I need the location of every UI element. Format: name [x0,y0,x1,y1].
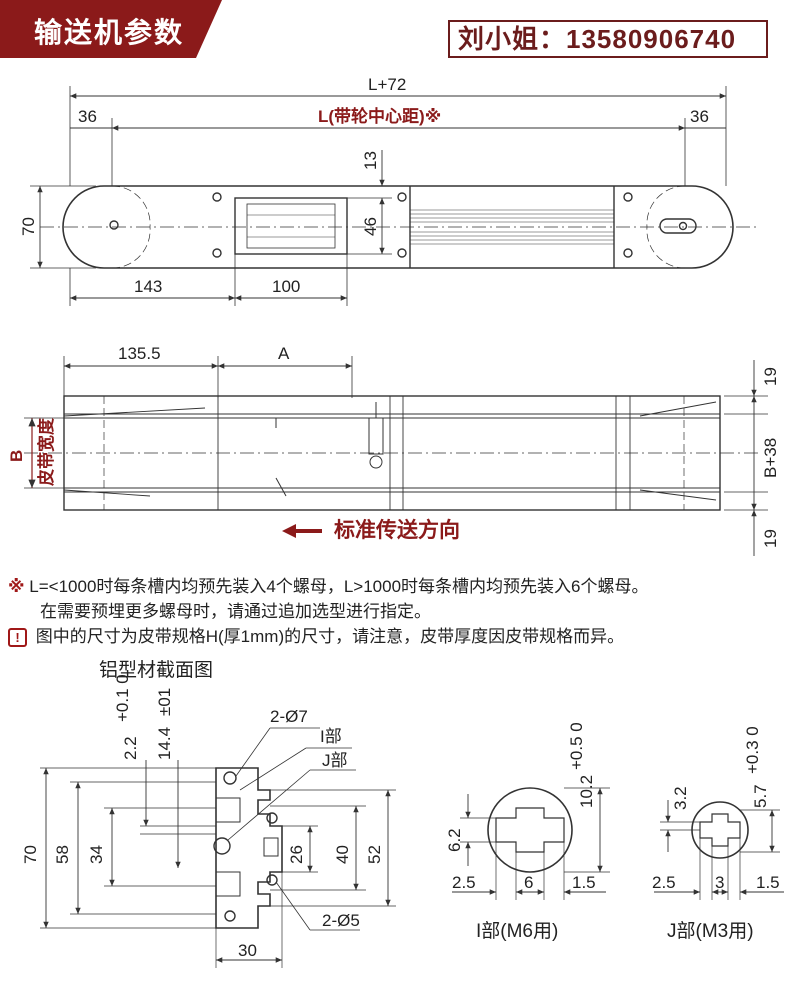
note-1-text: L=<1000时每条槽内均预先装入4个螺母，L>1000时每条槽内均预先装入6个… [29,577,649,596]
dim-i-25: 2.5 [452,873,476,892]
dim-section-30: 30 [238,941,257,960]
detail-i-label: I部(M6用) [476,921,559,942]
dim-j-32: 3.2 [671,786,690,810]
label-part-i: I部 [320,727,342,746]
dim-i-6: 6 [524,873,533,892]
detail-j-label: J部(M3用) [667,921,754,942]
dim-overall: L+72 [368,75,406,94]
section-view [40,727,396,968]
detail-i [452,787,610,900]
dim-j-25: 2.5 [652,873,676,892]
detail-j [654,800,784,900]
note-mark: ※ [8,577,25,596]
dim-slot-width: 46 [361,217,380,236]
section-title: 铝型材截面图 [99,660,214,681]
dim-b: B [7,450,26,462]
dim-belt-width: 皮带宽度 [36,417,56,486]
dim-left-end: 36 [78,107,97,126]
dim-b38: B+38 [761,438,780,478]
note-3-text: 图中的尺寸为皮带规格H(厚1mm)的尺寸，请注意，皮带厚度因皮带规格而异。 [35,627,625,646]
dim-side-offset: 135.5 [118,344,161,363]
dim-slot-top: 13 [361,151,380,170]
dim-section-40: 40 [333,845,352,864]
dim-offset-1: 143 [134,277,162,296]
dim-section-58: 58 [53,845,72,864]
dim-offset-2: 100 [272,277,300,296]
dim-bot-19: 19 [761,529,780,548]
dim-section-70: 70 [21,845,40,864]
dim-section-144-tol: ±01 [155,688,174,716]
dim-top-19: 19 [761,367,780,386]
dim-height: 70 [19,217,38,236]
dim-right-end: 36 [690,107,709,126]
dim-j-57-tol: +0.3 0 [743,726,762,774]
dim-center-distance: L(带轮中心距)※ [318,106,441,126]
page-title: 输送机参数 [34,17,185,48]
screw-icon [212,192,633,258]
dim-j-57: 5.7 [751,784,770,808]
dim-section-26: 26 [287,845,306,864]
dim-section-144: 14.4 [155,727,174,760]
dim-side-a: A [278,344,290,363]
side-view [24,356,768,556]
label-hole5: 2-Ø5 [322,911,360,930]
dim-section-34: 34 [87,845,106,864]
dim-i-62: 6.2 [445,828,464,852]
contact-box: 刘小姐：13580906740 [448,20,768,58]
warning-icon: ! [8,628,27,647]
dim-section-52: 52 [365,845,384,864]
dim-i-102-tol: +0.5 0 [567,722,586,770]
dim-section-22-tol: +0.1 0 [113,674,132,722]
note-1: ※ L=<1000时每条槽内均预先装入4个螺母，L>1000时每条槽内均预先装入… [8,572,649,597]
top-view [30,86,760,306]
dim-i-15: 1.5 [572,873,596,892]
dim-j-3: 3 [715,873,724,892]
dim-i-102: 10.2 [577,775,596,808]
direction-label: 标准传送方向 [334,519,460,542]
note-2: 在需要预埋更多螺母时，请通过追加选型进行指定。 [40,602,431,621]
label-part-j: J部 [322,751,348,770]
header-banner [0,0,222,58]
label-hole7: 2-Ø7 [270,707,308,726]
dim-section-22: 2.2 [121,736,140,760]
note-3: ! 图中的尺寸为皮带规格H(厚1mm)的尺寸，请注意，皮带厚度因皮带规格而异。 [8,622,624,647]
dim-j-15: 1.5 [756,873,780,892]
